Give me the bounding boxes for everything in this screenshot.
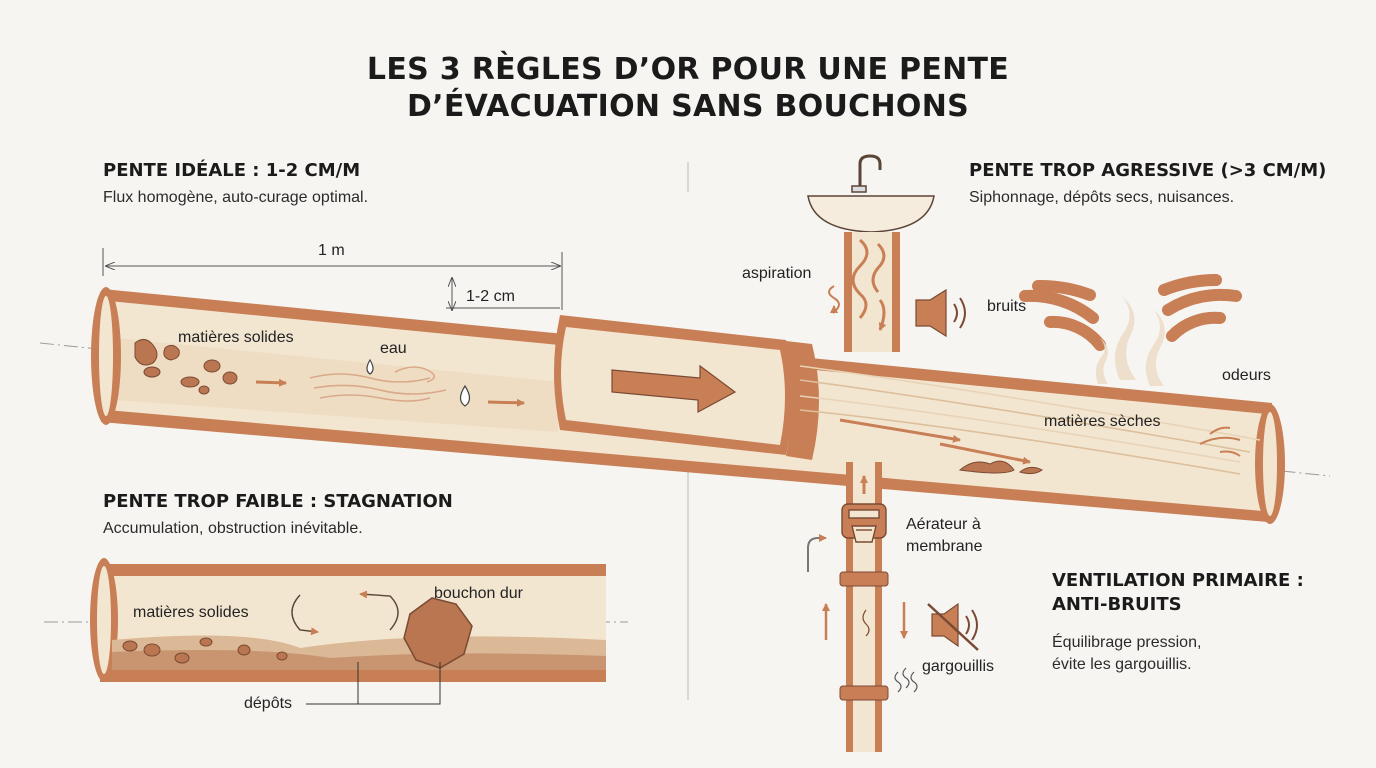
- speaker-icon: [915, 288, 966, 338]
- valve-label-line-2: membrane: [906, 538, 983, 555]
- drop-label: 1-2 cm: [466, 288, 515, 305]
- washbasin-icon: [807, 154, 935, 233]
- weak-subtitle: Accumulation, obstruction inévitable.: [103, 520, 363, 537]
- aggressive-subtitle: Siphonnage, dépôts secs, nuisances.: [969, 189, 1235, 206]
- weak-solids: [122, 637, 288, 664]
- ventilation-heading-line-1: VENTILATION PRIMAIRE :: [1052, 570, 1304, 591]
- dry-matter-label: matières sèches: [1044, 413, 1161, 430]
- water-label: eau: [380, 340, 407, 357]
- water-drop-icon: [366, 358, 471, 407]
- ideal-heading: PENTE IDÉALE : 1-2 CM/M: [103, 160, 361, 181]
- dimension-lines: [102, 248, 563, 310]
- ideal-flow-arrows: [255, 378, 525, 407]
- muted-speaker-icon: [927, 602, 979, 651]
- smell-label: odeurs: [1222, 367, 1271, 384]
- gurgle-icon: [894, 667, 918, 693]
- ventilation-heading-line-2: ANTI-BRUITS: [1052, 594, 1182, 615]
- aggressive-flow: [799, 365, 1261, 475]
- flow-arrow-icon: [611, 364, 737, 414]
- gurgle-label: gargouillis: [922, 658, 995, 675]
- weak-heading: PENTE TROP FAIBLE : STAGNATION: [103, 491, 453, 512]
- noise-label: bruits: [987, 298, 1027, 315]
- ideal-solids-label: matières solides: [178, 329, 294, 346]
- hard-plug: [403, 597, 473, 669]
- water-streaks: [309, 366, 447, 402]
- page-title-line-1: LES 3 RÈGLES D’OR POUR UNE PENTE: [366, 52, 1010, 87]
- valve-label-line-1: Aérateur à: [906, 516, 981, 533]
- air-inlet-arrow: [807, 534, 827, 572]
- vertical-pipe-top: [844, 232, 900, 352]
- ventilation-text-line-2: évite les gargouillis.: [1052, 656, 1192, 673]
- ideal-solids: [134, 339, 238, 395]
- stagnation-arrows: [291, 590, 399, 636]
- dry-deposits: [958, 460, 1043, 475]
- weak-solids-label: matières solides: [133, 604, 249, 621]
- plug-label: bouchon dur: [434, 585, 523, 602]
- aggressive-heading: PENTE TROP AGRESSIVE (>3 CM/M): [969, 160, 1327, 181]
- air-valve-icon: [841, 503, 887, 543]
- ventilation-text-line-1: Équilibrage pression,: [1052, 634, 1202, 651]
- noise-waves-icon: [1019, 273, 1242, 351]
- length-label: 1 m: [318, 242, 345, 259]
- page-title-line-2: D’ÉVACUATION SANS BOUCHONS: [406, 89, 970, 124]
- pressure-arrows: [822, 602, 908, 640]
- odour-icon: [1095, 296, 1165, 386]
- suction-arrow: [828, 285, 840, 315]
- ideal-subtitle: Flux homogène, auto-curage optimal.: [103, 189, 369, 206]
- deposit-pointer: [306, 662, 441, 705]
- suction-label: aspiration: [742, 265, 812, 282]
- deposits-label: dépôts: [244, 695, 293, 712]
